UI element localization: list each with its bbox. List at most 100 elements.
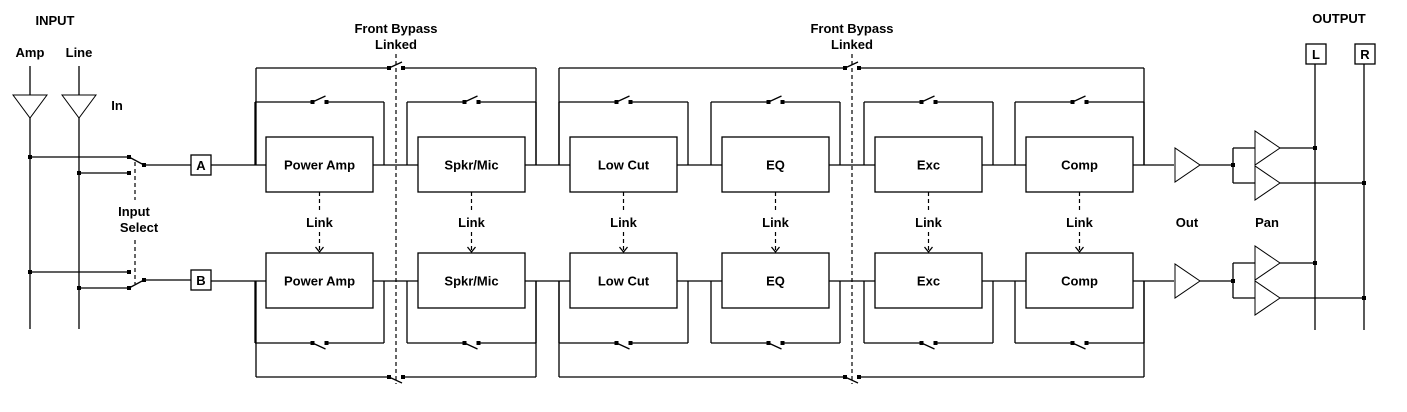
front-bypass-2-label-line1: Front Bypass xyxy=(810,21,893,36)
block-bypass-switch[interactable] xyxy=(919,95,938,104)
input-source-amp-label: Amp xyxy=(16,45,45,60)
amp-input-triangle-icon xyxy=(12,94,48,119)
pan-left-triangle-icon[interactable] xyxy=(1254,130,1281,166)
input-in-label: In xyxy=(111,98,123,113)
block-label: Power Amp xyxy=(284,158,355,173)
link-5[interactable]: Link xyxy=(915,192,943,254)
block-b-1[interactable]: Power Amp xyxy=(254,252,385,350)
link-arrow-icon xyxy=(1074,246,1085,254)
link-3[interactable]: Link xyxy=(610,192,638,254)
block-box[interactable] xyxy=(265,136,374,193)
block-bypass-switch[interactable] xyxy=(1070,341,1089,350)
block-bypass-switch[interactable] xyxy=(1070,95,1089,104)
input-select-switch-b[interactable] xyxy=(28,270,191,290)
block-b-5[interactable]: Exc xyxy=(863,252,994,350)
block-box[interactable] xyxy=(417,136,526,193)
link-label: Link xyxy=(610,215,637,230)
block-box[interactable] xyxy=(721,136,830,193)
block-b-3[interactable]: Low Cut xyxy=(558,252,689,350)
block-a-5[interactable]: Exc xyxy=(863,95,994,193)
block-bypass-switch[interactable] xyxy=(310,341,329,350)
block-box[interactable] xyxy=(1025,136,1134,193)
front-bypass-1-label-line2: Linked xyxy=(375,37,417,52)
front-bypass-switch-b-1[interactable] xyxy=(387,375,405,384)
input-select-switch-a[interactable] xyxy=(28,155,191,175)
output-port-l: L xyxy=(1305,43,1327,330)
block-bypass-switch[interactable] xyxy=(462,95,481,104)
block-a-1[interactable]: Power Amp xyxy=(254,95,385,193)
block-box[interactable] xyxy=(569,252,678,309)
output-stage-a xyxy=(1174,130,1366,201)
channel-a-node: A xyxy=(190,154,212,176)
block-box[interactable] xyxy=(265,252,374,309)
link-label: Link xyxy=(458,215,485,230)
block-bypass-switch[interactable] xyxy=(462,341,481,350)
pan-left-triangle-icon[interactable] xyxy=(1254,245,1281,281)
block-a-4[interactable]: EQ xyxy=(710,95,841,193)
front-bypass-1-label-line1: Front Bypass xyxy=(354,21,437,36)
channel-b-label: B xyxy=(196,273,205,288)
block-label: Spkr/Mic xyxy=(444,274,498,289)
block-label: Comp xyxy=(1061,158,1098,173)
block-b-6[interactable]: Comp xyxy=(1014,252,1145,350)
link-1[interactable]: Link xyxy=(306,192,334,254)
channel-a-row: Power Amp Spkr/Mic Low Cut EQ Exc Comp xyxy=(211,61,1174,193)
input-select-label-line2: Select xyxy=(120,220,159,235)
front-bypass-2-label-line2: Linked xyxy=(831,37,873,52)
block-label: Comp xyxy=(1061,274,1098,289)
input-title: INPUT xyxy=(36,13,75,28)
block-a-6[interactable]: Comp xyxy=(1014,95,1145,193)
block-label: Exc xyxy=(917,158,940,173)
link-4[interactable]: Link xyxy=(762,192,790,254)
output-port-r-label: R xyxy=(1360,47,1370,62)
block-box[interactable] xyxy=(874,252,983,309)
line-input-triangle-icon xyxy=(61,94,97,119)
out-amp-triangle-icon xyxy=(1174,263,1201,299)
block-label: Spkr/Mic xyxy=(444,158,498,173)
output-port-r: R xyxy=(1354,43,1376,330)
block-bypass-switch[interactable] xyxy=(614,341,633,350)
block-bypass-switch[interactable] xyxy=(766,95,785,104)
front-bypass-switch-b-2[interactable] xyxy=(843,375,861,384)
link-6[interactable]: Link xyxy=(1066,192,1094,254)
block-box[interactable] xyxy=(1025,252,1134,309)
block-box[interactable] xyxy=(569,136,678,193)
block-bypass-switch[interactable] xyxy=(919,341,938,350)
block-box[interactable] xyxy=(874,136,983,193)
link-arrow-icon xyxy=(618,246,629,254)
block-label: EQ xyxy=(766,158,785,173)
input-select-label-line1: Input xyxy=(118,204,150,219)
channel-b-row: Power Amp Spkr/Mic Low Cut EQ Exc Comp xyxy=(211,252,1174,384)
block-label: Low Cut xyxy=(598,274,650,289)
out-amp-triangle-icon xyxy=(1174,147,1201,183)
link-arrow-icon xyxy=(314,246,325,254)
link-arrow-icon xyxy=(923,246,934,254)
pan-right-triangle-icon[interactable] xyxy=(1254,165,1281,201)
block-a-3[interactable]: Low Cut xyxy=(558,95,689,193)
channel-b-node: B xyxy=(190,269,212,291)
link-label: Link xyxy=(306,215,333,230)
link-label: Link xyxy=(915,215,942,230)
block-bypass-switch[interactable] xyxy=(614,95,633,104)
link-arrow-icon xyxy=(770,246,781,254)
amp-input-amplifier xyxy=(12,66,48,329)
output-stage-b xyxy=(1174,245,1366,316)
block-b-4[interactable]: EQ xyxy=(710,252,841,350)
block-label: Low Cut xyxy=(598,158,650,173)
block-b-2[interactable]: Spkr/Mic xyxy=(406,252,537,350)
pan-right-triangle-icon[interactable] xyxy=(1254,280,1281,316)
block-a-2[interactable]: Spkr/Mic xyxy=(406,95,537,193)
block-label: EQ xyxy=(766,274,785,289)
link-2[interactable]: Link xyxy=(458,192,486,254)
block-label: Power Amp xyxy=(284,274,355,289)
block-label: Exc xyxy=(917,274,940,289)
link-arrow-icon xyxy=(466,246,477,254)
block-bypass-switch[interactable] xyxy=(766,341,785,350)
block-box[interactable] xyxy=(417,252,526,309)
output-port-l-label: L xyxy=(1312,47,1320,62)
input-source-line-label: Line xyxy=(66,45,93,60)
link-label: Link xyxy=(1066,215,1093,230)
block-bypass-switch[interactable] xyxy=(310,95,329,104)
